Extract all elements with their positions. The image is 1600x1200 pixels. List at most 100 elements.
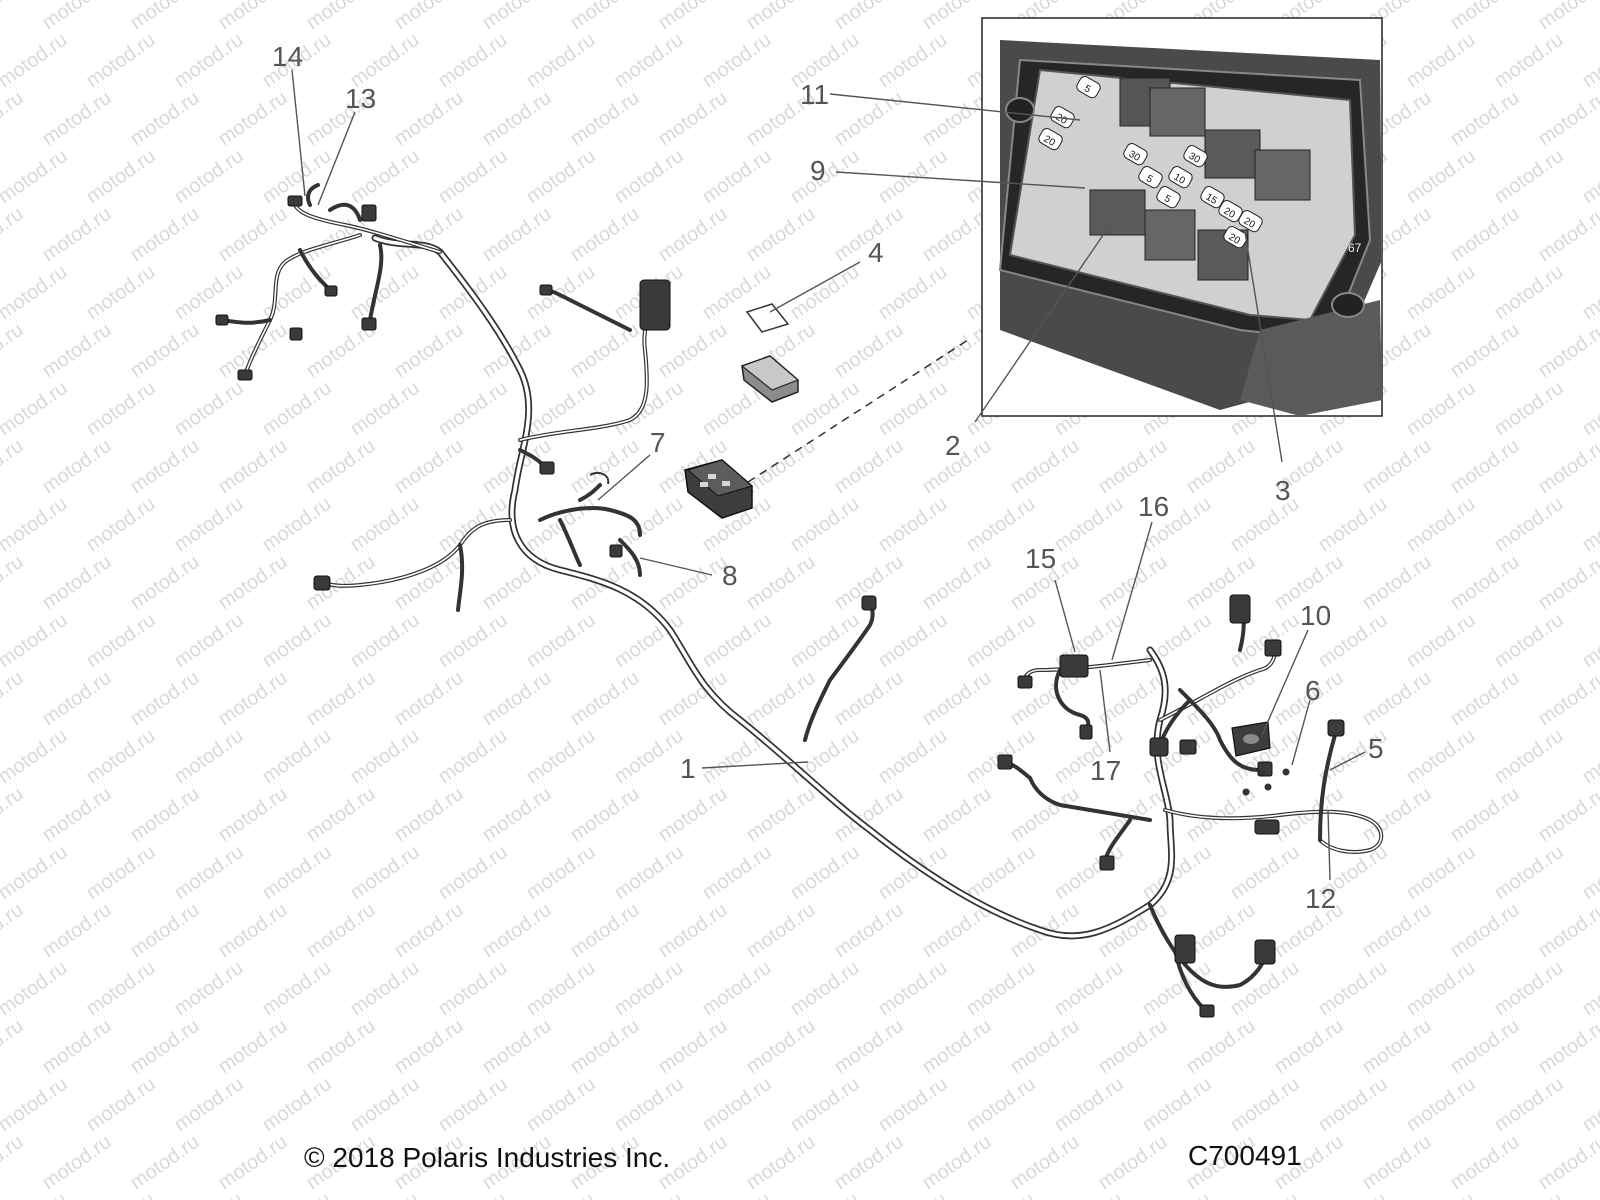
mounting-hole-icon — [1331, 292, 1365, 318]
watermark-text: motod.ru — [346, 261, 423, 324]
watermark-text: motod.ru — [522, 261, 599, 324]
watermark-text: motod.ru — [1578, 725, 1600, 788]
watermark-text: motod.ru — [566, 435, 643, 498]
watermark-text: motod.ru — [654, 87, 731, 150]
watermark-text: motod.ru — [1270, 1015, 1347, 1078]
copyright-notice: © 2018 Polaris Industries Inc. — [304, 1142, 671, 1173]
watermark-text: motod.ru — [478, 0, 555, 34]
watermark-text: motod.ru — [742, 667, 819, 730]
fuse-label: 20 — [1242, 216, 1258, 231]
watermark-text: motod.ru — [478, 1015, 555, 1078]
watermark-text: motod.ru — [170, 1073, 247, 1136]
watermark-text: motod.ru — [38, 0, 115, 34]
callout-8: 8 — [722, 560, 738, 591]
watermark-text: motod.ru — [698, 957, 775, 1020]
watermark-text: motod.ru — [1402, 377, 1479, 440]
watermark-text: motod.ru — [1490, 1189, 1567, 1200]
housing-mark: 67 — [1348, 241, 1362, 255]
watermark-text: motod.ru — [610, 957, 687, 1020]
watermark-text: motod.ru — [566, 783, 643, 846]
watermark-text: motod.ru — [1006, 435, 1083, 498]
callout-15: 15 — [1025, 543, 1056, 574]
watermark-text: motod.ru — [258, 261, 335, 324]
watermark-text: motod.ru — [434, 841, 511, 904]
watermark-text: motod.ru — [742, 203, 819, 266]
watermark-text: motod.ru — [742, 0, 819, 34]
fuse-icon — [1156, 186, 1181, 209]
rear-harness-branches — [997, 594, 1384, 1018]
watermark-text: motod.ru — [1138, 1073, 1215, 1136]
watermark-text: motod.ru — [742, 435, 819, 498]
watermark-text: motod.ru — [38, 203, 115, 266]
watermark-text: motod.ru — [0, 0, 28, 34]
callout-12: 12 — [1305, 883, 1336, 914]
watermark-text: motod.ru — [610, 1189, 687, 1200]
watermark-text: motod.ru — [830, 0, 907, 34]
watermark-text: motod.ru — [1446, 1015, 1523, 1078]
fuse-icon — [1038, 128, 1063, 151]
watermark-text: motod.ru — [1314, 1189, 1391, 1200]
watermark-text: motod.ru — [0, 899, 28, 962]
watermark-text: motod.ru — [1094, 1131, 1171, 1194]
watermark-text: motod.ru — [214, 899, 291, 962]
watermark-text: motod.ru — [830, 319, 907, 382]
callout-9: 9 — [810, 155, 826, 186]
watermark-text: motod.ru — [522, 841, 599, 904]
watermark-text: motod.ru — [434, 493, 511, 556]
watermark-text: motod.ru — [38, 1131, 115, 1194]
watermark-text: motod.ru — [1226, 1189, 1303, 1200]
watermark-text: motod.ru — [390, 435, 467, 498]
watermark-text: motod.ru — [82, 377, 159, 440]
watermark-text: motod.ru — [38, 899, 115, 962]
watermark-text: motod.ru — [1534, 1131, 1600, 1194]
watermark-text: motod.ru — [214, 1131, 291, 1194]
front-harness-branches — [215, 183, 442, 381]
watermark-text: motod.ru — [1578, 29, 1600, 92]
watermark-text: motod.ru — [434, 145, 511, 208]
watermark-text: motod.ru — [1578, 1189, 1600, 1200]
fuse-icon — [1168, 166, 1193, 189]
watermark-text: motod.ru — [1446, 551, 1523, 614]
watermark-text: motod.ru — [478, 667, 555, 730]
callout-10: 10 — [1300, 600, 1331, 631]
watermark-text: motod.ru — [346, 377, 423, 440]
watermark-text: motod.ru — [962, 957, 1039, 1020]
watermark-text: motod.ru — [434, 957, 511, 1020]
fuse-icon — [1050, 106, 1075, 129]
screw-icons — [1242, 768, 1290, 796]
watermark-text: motod.ru — [1534, 435, 1600, 498]
watermark-text: motod.ru — [390, 783, 467, 846]
watermark-text: motod.ru — [0, 319, 28, 382]
watermark-text: motod.ru — [0, 1189, 72, 1200]
watermark-text: motod.ru — [874, 609, 951, 672]
watermark-text: motod.ru — [0, 87, 28, 150]
watermark-text: motod.ru — [1534, 899, 1600, 962]
watermark-text: motod.ru — [0, 435, 28, 498]
watermark-text: motod.ru — [1446, 203, 1523, 266]
watermark-text: motod.ru — [918, 783, 995, 846]
watermark-text: motod.ru — [258, 377, 335, 440]
watermark-text: motod.ru — [478, 87, 555, 150]
watermark-text: motod.ru — [742, 551, 819, 614]
watermark-text: motod.ru — [346, 725, 423, 788]
watermark-text: motod.ru — [38, 435, 115, 498]
watermark-text: motod.ru — [0, 551, 28, 614]
watermark-text: motod.ru — [1050, 1073, 1127, 1136]
watermark-text: motod.ru — [962, 1189, 1039, 1200]
watermark-text: motod.ru — [346, 841, 423, 904]
watermark-text: motod.ru — [1226, 957, 1303, 1020]
watermark-text: motod.ru — [302, 667, 379, 730]
watermark-text: motod.ru — [126, 87, 203, 150]
watermark-text: motod.ru — [1358, 551, 1435, 614]
watermark-text: motod.ru — [742, 1131, 819, 1194]
watermark-text: motod.ru — [610, 377, 687, 440]
watermark-text: motod.ru — [0, 1073, 72, 1136]
fuse-label: 20 — [1054, 112, 1070, 127]
watermark-text: motod.ru — [786, 1189, 863, 1200]
watermark-text: motod.ru — [346, 609, 423, 672]
watermark-text: motod.ru — [698, 841, 775, 904]
watermark-text: motod.ru — [302, 899, 379, 962]
watermark-text: motod.ru — [126, 1015, 203, 1078]
fuse-icon — [1123, 143, 1148, 166]
